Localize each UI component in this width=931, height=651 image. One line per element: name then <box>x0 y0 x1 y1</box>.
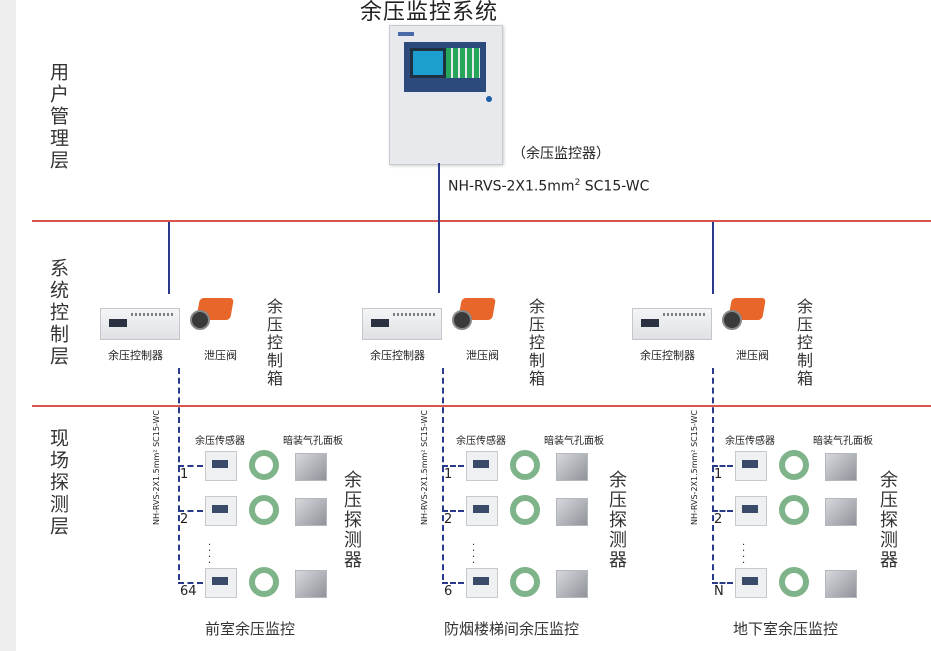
layer-divider-1 <box>32 220 931 222</box>
layer-label-user: 用户管理层 <box>47 62 69 172</box>
control-box-label: 余压控制箱 <box>526 298 545 388</box>
pressure-controller-device <box>632 308 712 340</box>
detector-label: 余压探测器 <box>606 470 627 570</box>
ellipsis-dots: .... <box>742 537 746 566</box>
vent-panel-device <box>295 570 327 598</box>
diagram-title: 余压监控系统 <box>360 0 499 25</box>
pressure-sensor-device <box>735 568 767 598</box>
branch-wire <box>712 465 733 467</box>
zone-caption: 前室余压监控 <box>205 620 296 638</box>
valve-label: 泄压阀 <box>466 349 499 362</box>
tubing-coil <box>779 567 809 597</box>
tubing-coil <box>249 567 279 597</box>
field-bus-wire <box>712 368 714 580</box>
sensor-index: 6 <box>444 584 453 599</box>
tubing-coil <box>510 450 540 480</box>
tubing-coil <box>779 450 809 480</box>
sensor-index: 1 <box>714 467 723 482</box>
field-cable-label: NH-RVS-2X1.5mm² SC15-WC <box>420 410 429 525</box>
vent-panel-device <box>556 498 588 526</box>
relief-valve-device <box>452 298 496 330</box>
trunk-wire <box>438 163 440 293</box>
field-cable-label: NH-RVS-2X1.5mm² SC15-WC <box>152 410 161 525</box>
vent-panel-device <box>295 498 327 526</box>
tubing-coil <box>510 567 540 597</box>
detector-label: 余压探测器 <box>341 470 362 570</box>
panel-label: 暗装气孔面板 <box>544 436 604 447</box>
layer-divider-2 <box>32 405 931 407</box>
pressure-sensor-device <box>735 496 767 526</box>
detector-label: 余压探测器 <box>877 470 898 570</box>
wire-right <box>712 222 714 294</box>
vent-panel-device <box>825 570 857 598</box>
ellipsis-dots: .... <box>208 537 212 566</box>
panel-label: 暗装气孔面板 <box>813 436 873 447</box>
pressure-sensor-device <box>466 451 498 481</box>
sensor-label: 余压传感器 <box>456 436 506 447</box>
tubing-coil <box>249 495 279 525</box>
pressure-sensor-device <box>735 451 767 481</box>
tubing-coil <box>249 450 279 480</box>
sensor-label: 余压传感器 <box>725 436 775 447</box>
field-bus-wire <box>442 368 444 580</box>
sensor-index: 1 <box>444 467 453 482</box>
relief-valve-device <box>722 298 766 330</box>
sensor-index: 64 <box>180 584 197 599</box>
pressure-sensor-device <box>205 568 237 598</box>
branch-wire <box>712 510 733 512</box>
vent-panel-device <box>825 498 857 526</box>
vent-panel-device <box>825 453 857 481</box>
monitor-indicator <box>486 96 492 102</box>
sensor-index: 2 <box>180 512 189 527</box>
monitor-screen <box>410 48 446 78</box>
sensor-index: 2 <box>444 512 453 527</box>
tubing-coil <box>510 495 540 525</box>
branch-wire <box>178 582 203 584</box>
vent-panel-device <box>556 570 588 598</box>
zone-caption: 地下室余压监控 <box>733 620 839 638</box>
layer-label-field: 现场探测层 <box>47 428 69 538</box>
main-cable-label: NH-RVS-2X1.5mm2 SC15-WC <box>448 178 650 195</box>
branch-wire <box>442 582 464 584</box>
vent-panel-device <box>295 453 327 481</box>
sensor-index: 1 <box>180 467 189 482</box>
pressure-sensor-device <box>205 496 237 526</box>
layer-label-control: 系统控制层 <box>47 258 69 368</box>
valve-label: 泄压阀 <box>736 349 769 362</box>
sensor-index: N <box>714 584 724 599</box>
zone-caption: 防烟楼梯间余压监控 <box>444 620 580 638</box>
pressure-sensor-device <box>466 496 498 526</box>
vent-panel-device <box>556 453 588 481</box>
field-cable-label: NH-RVS-2X1.5mm² SC15-WC <box>690 410 699 525</box>
relief-valve-device <box>190 298 234 330</box>
panel-label: 暗装气孔面板 <box>283 436 343 447</box>
left-margin-bar <box>0 0 16 651</box>
controller-label: 余压控制器 <box>370 349 425 362</box>
ellipsis-dots: .... <box>472 537 476 566</box>
controller-label: 余压控制器 <box>640 349 695 362</box>
brand-logo <box>398 32 414 36</box>
branch-wire <box>178 465 203 467</box>
pressure-sensor-device <box>205 451 237 481</box>
wire-left <box>168 222 170 294</box>
control-box-label: 余压控制箱 <box>794 298 813 388</box>
branch-wire <box>712 582 733 584</box>
branch-wire <box>442 510 464 512</box>
tubing-coil <box>779 495 809 525</box>
pressure-controller-device <box>100 308 180 340</box>
sensor-label: 余压传感器 <box>195 436 245 447</box>
branch-wire <box>442 465 464 467</box>
control-box-label: 余压控制箱 <box>264 298 283 388</box>
controller-label: 余压控制器 <box>108 349 163 362</box>
sensor-index: 2 <box>714 512 723 527</box>
pressure-controller-device <box>362 308 442 340</box>
valve-label: 泄压阀 <box>204 349 237 362</box>
pressure-sensor-device <box>466 568 498 598</box>
branch-wire <box>178 510 203 512</box>
monitor-caption: （余压监控器） <box>512 146 610 162</box>
field-bus-wire <box>178 368 180 580</box>
monitor-keypad <box>446 48 480 78</box>
pressure-monitor-device <box>389 25 503 165</box>
